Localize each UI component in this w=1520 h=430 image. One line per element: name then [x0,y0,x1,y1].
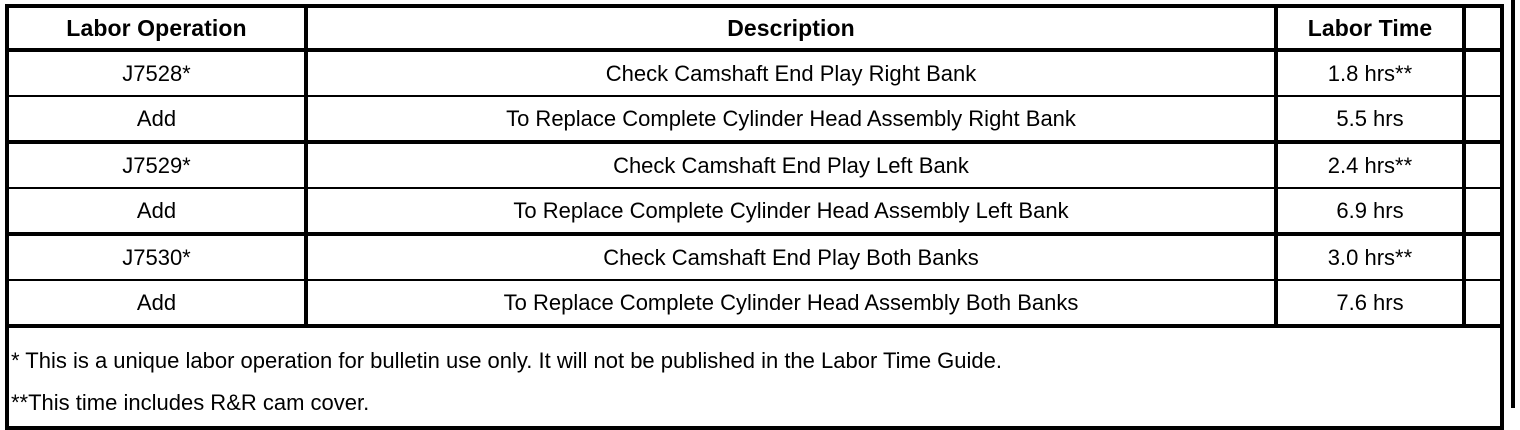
cell-description: To Replace Complete Cylinder Head Assemb… [306,188,1278,236]
cell-description: Check Camshaft End Play Both Banks [306,234,1278,281]
cell-spacer [1464,50,1502,97]
cell-labor-operation: Add [7,280,308,328]
cell-labor-time: 1.8 hrs** [1276,50,1466,97]
cell-description: To Replace Complete Cylinder Head Assemb… [306,96,1278,144]
table-row: J7529* Check Camshaft End Play Left Bank… [7,142,1502,189]
cell-labor-operation: Add [7,96,308,144]
cell-labor-time: 2.4 hrs** [1276,142,1466,189]
table-row: Add To Replace Complete Cylinder Head As… [7,280,1502,328]
cell-labor-time: 6.9 hrs [1276,188,1466,236]
cell-spacer [1464,96,1502,144]
cell-labor-operation: Add [7,188,308,236]
page-edge-rule [1511,0,1515,408]
table-header: Labor Operation Description Labor Time [7,6,1502,52]
cell-description: Check Camshaft End Play Left Bank [306,142,1278,189]
table-body: J7528* Check Camshaft End Play Right Ban… [7,50,1502,428]
document-page: Labor Operation Description Labor Time J… [5,0,1515,430]
cell-spacer [1464,188,1502,236]
cell-spacer [1464,234,1502,281]
table-row: J7528* Check Camshaft End Play Right Ban… [7,50,1502,97]
cell-description: To Replace Complete Cylinder Head Assemb… [306,280,1278,328]
cell-labor-time: 7.6 hrs [1276,280,1466,328]
cell-labor-operation: J7528* [7,50,308,97]
column-header-description: Description [306,6,1278,52]
cell-spacer [1464,280,1502,328]
labor-operation-table: Labor Operation Description Labor Time J… [5,4,1504,430]
footnote-block: * This is a unique labor operation for b… [7,326,1502,428]
footnote-single-asterisk: * This is a unique labor operation for b… [11,347,1002,373]
cell-labor-operation: J7530* [7,234,308,281]
cell-labor-time: 3.0 hrs** [1276,234,1466,281]
cell-spacer [1464,142,1502,189]
table-row: Add To Replace Complete Cylinder Head As… [7,188,1502,236]
table-header-row: Labor Operation Description Labor Time [7,6,1502,52]
table-row: J7530* Check Camshaft End Play Both Bank… [7,234,1502,281]
cell-labor-operation: J7529* [7,142,308,189]
table-row: Add To Replace Complete Cylinder Head As… [7,96,1502,144]
footnote-spacer [11,374,1494,390]
cell-labor-time: 5.5 hrs [1276,96,1466,144]
column-header-spacer [1464,6,1502,52]
column-header-labor-time: Labor Time [1276,6,1466,52]
footnote-double-asterisk: **This time includes R&R cam cover. [11,389,370,415]
cell-description: Check Camshaft End Play Right Bank [306,50,1278,97]
footnote-row: * This is a unique labor operation for b… [7,326,1502,428]
column-header-labor-operation: Labor Operation [7,6,308,52]
